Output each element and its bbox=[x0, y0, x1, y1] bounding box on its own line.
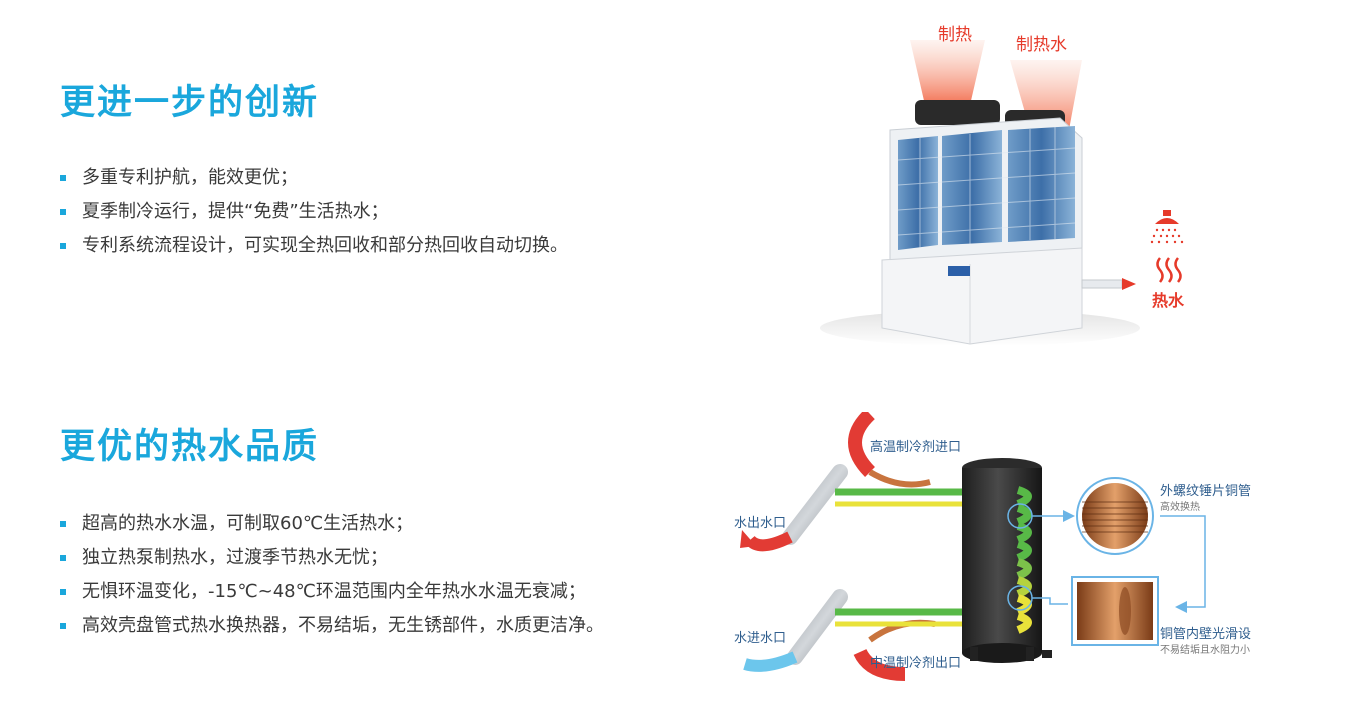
label-heating: 制热 bbox=[938, 25, 972, 45]
section-title-hot-water-quality: 更优的热水品质 bbox=[60, 427, 320, 467]
label-finned-tube-sub: 高效换热 bbox=[1160, 502, 1200, 513]
innovation-bullet-list: 多重专利护航，能效更优； 夏季制冷运行，提供“免费”生活热水； 专利系统流程设计… bbox=[60, 161, 568, 263]
label-refrigerant-out: 中温制冷剂出口 bbox=[870, 656, 962, 671]
bullet-square-icon bbox=[60, 175, 66, 181]
heat-exchanger-illustration bbox=[740, 412, 1206, 681]
list-item: 多重专利护航，能效更优； bbox=[60, 161, 568, 195]
label-hot-water-make: 制热水 bbox=[1016, 35, 1067, 55]
quality-bullet-list: 超高的热水水温，可制取60℃生活热水； 独立热泵制热水，过渡季节热水无忧； 无惧… bbox=[60, 507, 604, 643]
label-water-out: 水出水口 bbox=[734, 516, 787, 531]
section-hot-water-quality: 更优的热水品质 超高的热水水温，可制取60℃生活热水； 独立热泵制热水，过渡季节… bbox=[60, 418, 604, 643]
list-item: 独立热泵制热水，过渡季节热水无忧； bbox=[60, 541, 604, 575]
heat-pump-unit-figure: 制热 制热水 热水 bbox=[820, 10, 1240, 355]
bullet-square-icon bbox=[60, 555, 66, 561]
label-smooth-tube: 铜管内壁光滑设 bbox=[1160, 627, 1252, 642]
heat-exchanger-figure: 高温制冷剂进口 中温制冷剂出口 水出水口 水进水口 外螺纹锤片铜管 高效换热 铜… bbox=[720, 412, 1280, 692]
section-innovation: 更进一步的创新 多重专利护航，能效更优； 夏季制冷运行，提供“免费”生活热水； … bbox=[60, 74, 568, 263]
list-item: 超高的热水水温，可制取60℃生活热水； bbox=[60, 507, 604, 541]
bullet-square-icon bbox=[60, 623, 66, 629]
bullet-square-icon bbox=[60, 209, 66, 215]
list-item: 专利系统流程设计，可实现全热回收和部分热回收自动切换。 bbox=[60, 229, 568, 263]
label-hot-water: 热水 bbox=[1152, 291, 1185, 310]
steam-icon bbox=[1156, 257, 1182, 283]
bullet-square-icon bbox=[60, 521, 66, 527]
shower-icon bbox=[1150, 210, 1184, 244]
label-finned-tube: 外螺纹锤片铜管 bbox=[1160, 484, 1252, 499]
label-smooth-tube-sub: 不易结垢且水阻力小 bbox=[1160, 645, 1250, 656]
label-water-in: 水进水口 bbox=[734, 631, 787, 646]
list-item: 高效壳盘管式热水换热器，不易结垢，无生锈部件，水质更洁净。 bbox=[60, 609, 604, 643]
bullet-square-icon bbox=[60, 589, 66, 595]
bullet-square-icon bbox=[60, 243, 66, 249]
section-title-innovation: 更进一步的创新 bbox=[60, 83, 320, 123]
list-item: 无惧环温变化，-15℃~48℃环温范围内全年热水水温无衰减； bbox=[60, 575, 604, 609]
label-refrigerant-in: 高温制冷剂进口 bbox=[870, 440, 962, 455]
list-item: 夏季制冷运行，提供“免费”生活热水； bbox=[60, 195, 568, 229]
heat-pump-unit-illustration bbox=[820, 40, 1184, 346]
